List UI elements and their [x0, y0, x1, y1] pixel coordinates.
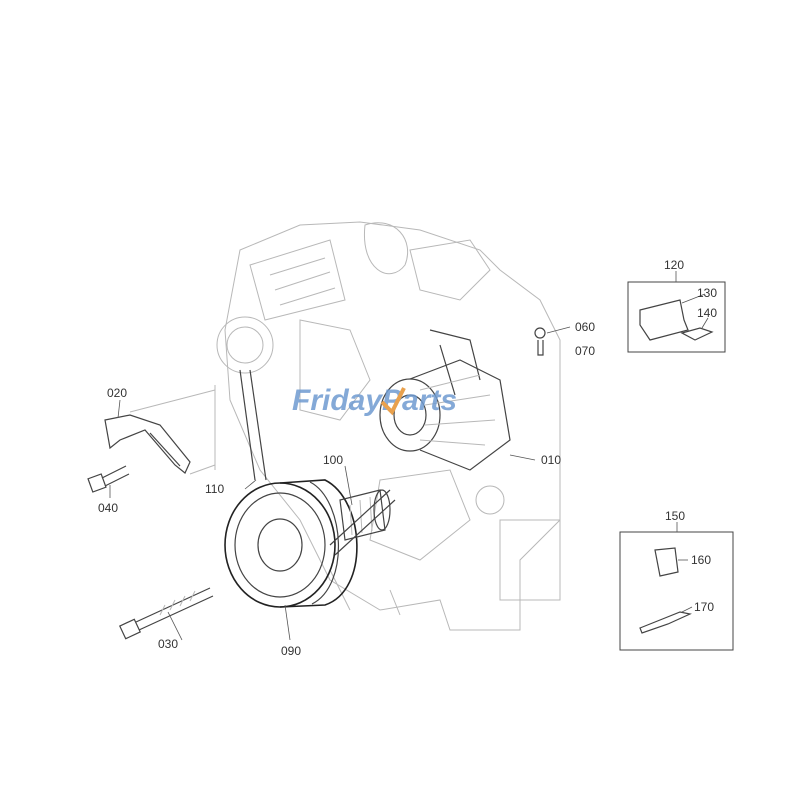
callout-010: 010: [541, 453, 561, 467]
callout-100: 100: [323, 453, 343, 467]
callout-070: 070: [575, 344, 595, 358]
watermark-text: FridayParts: [292, 384, 457, 417]
bolt-060-070: [534, 327, 546, 356]
crank-pulley-090: [224, 479, 358, 608]
fan-belt-110: [239, 369, 396, 556]
callout-110: 110: [205, 482, 224, 496]
callout-170: 170: [694, 600, 714, 614]
bolt-040: [87, 465, 130, 493]
callout-130: 130: [697, 286, 717, 300]
connector-kit-box-120: [627, 271, 726, 353]
pulley-spacer-100: [339, 489, 391, 541]
callout-030: 030: [158, 637, 178, 651]
callout-090: 090: [281, 644, 301, 658]
watermark-check-icon: [380, 387, 406, 416]
bolt-030: [118, 587, 214, 640]
callout-040: 040: [98, 501, 118, 515]
engine-block: [216, 221, 561, 631]
watermark-logo: FridayParts: [292, 384, 457, 417]
callout-150: 150: [665, 509, 685, 523]
alternator-010: [379, 329, 511, 471]
leader-lines: [109, 326, 571, 641]
callout-060: 060: [575, 320, 595, 334]
callout-160: 160: [691, 553, 711, 567]
connector-kit-box-150: [619, 522, 734, 651]
callout-120: 120: [664, 258, 684, 272]
callout-020: 020: [107, 386, 127, 400]
callout-140: 140: [697, 306, 717, 320]
belt-adjust-bracket-020: [104, 385, 216, 475]
